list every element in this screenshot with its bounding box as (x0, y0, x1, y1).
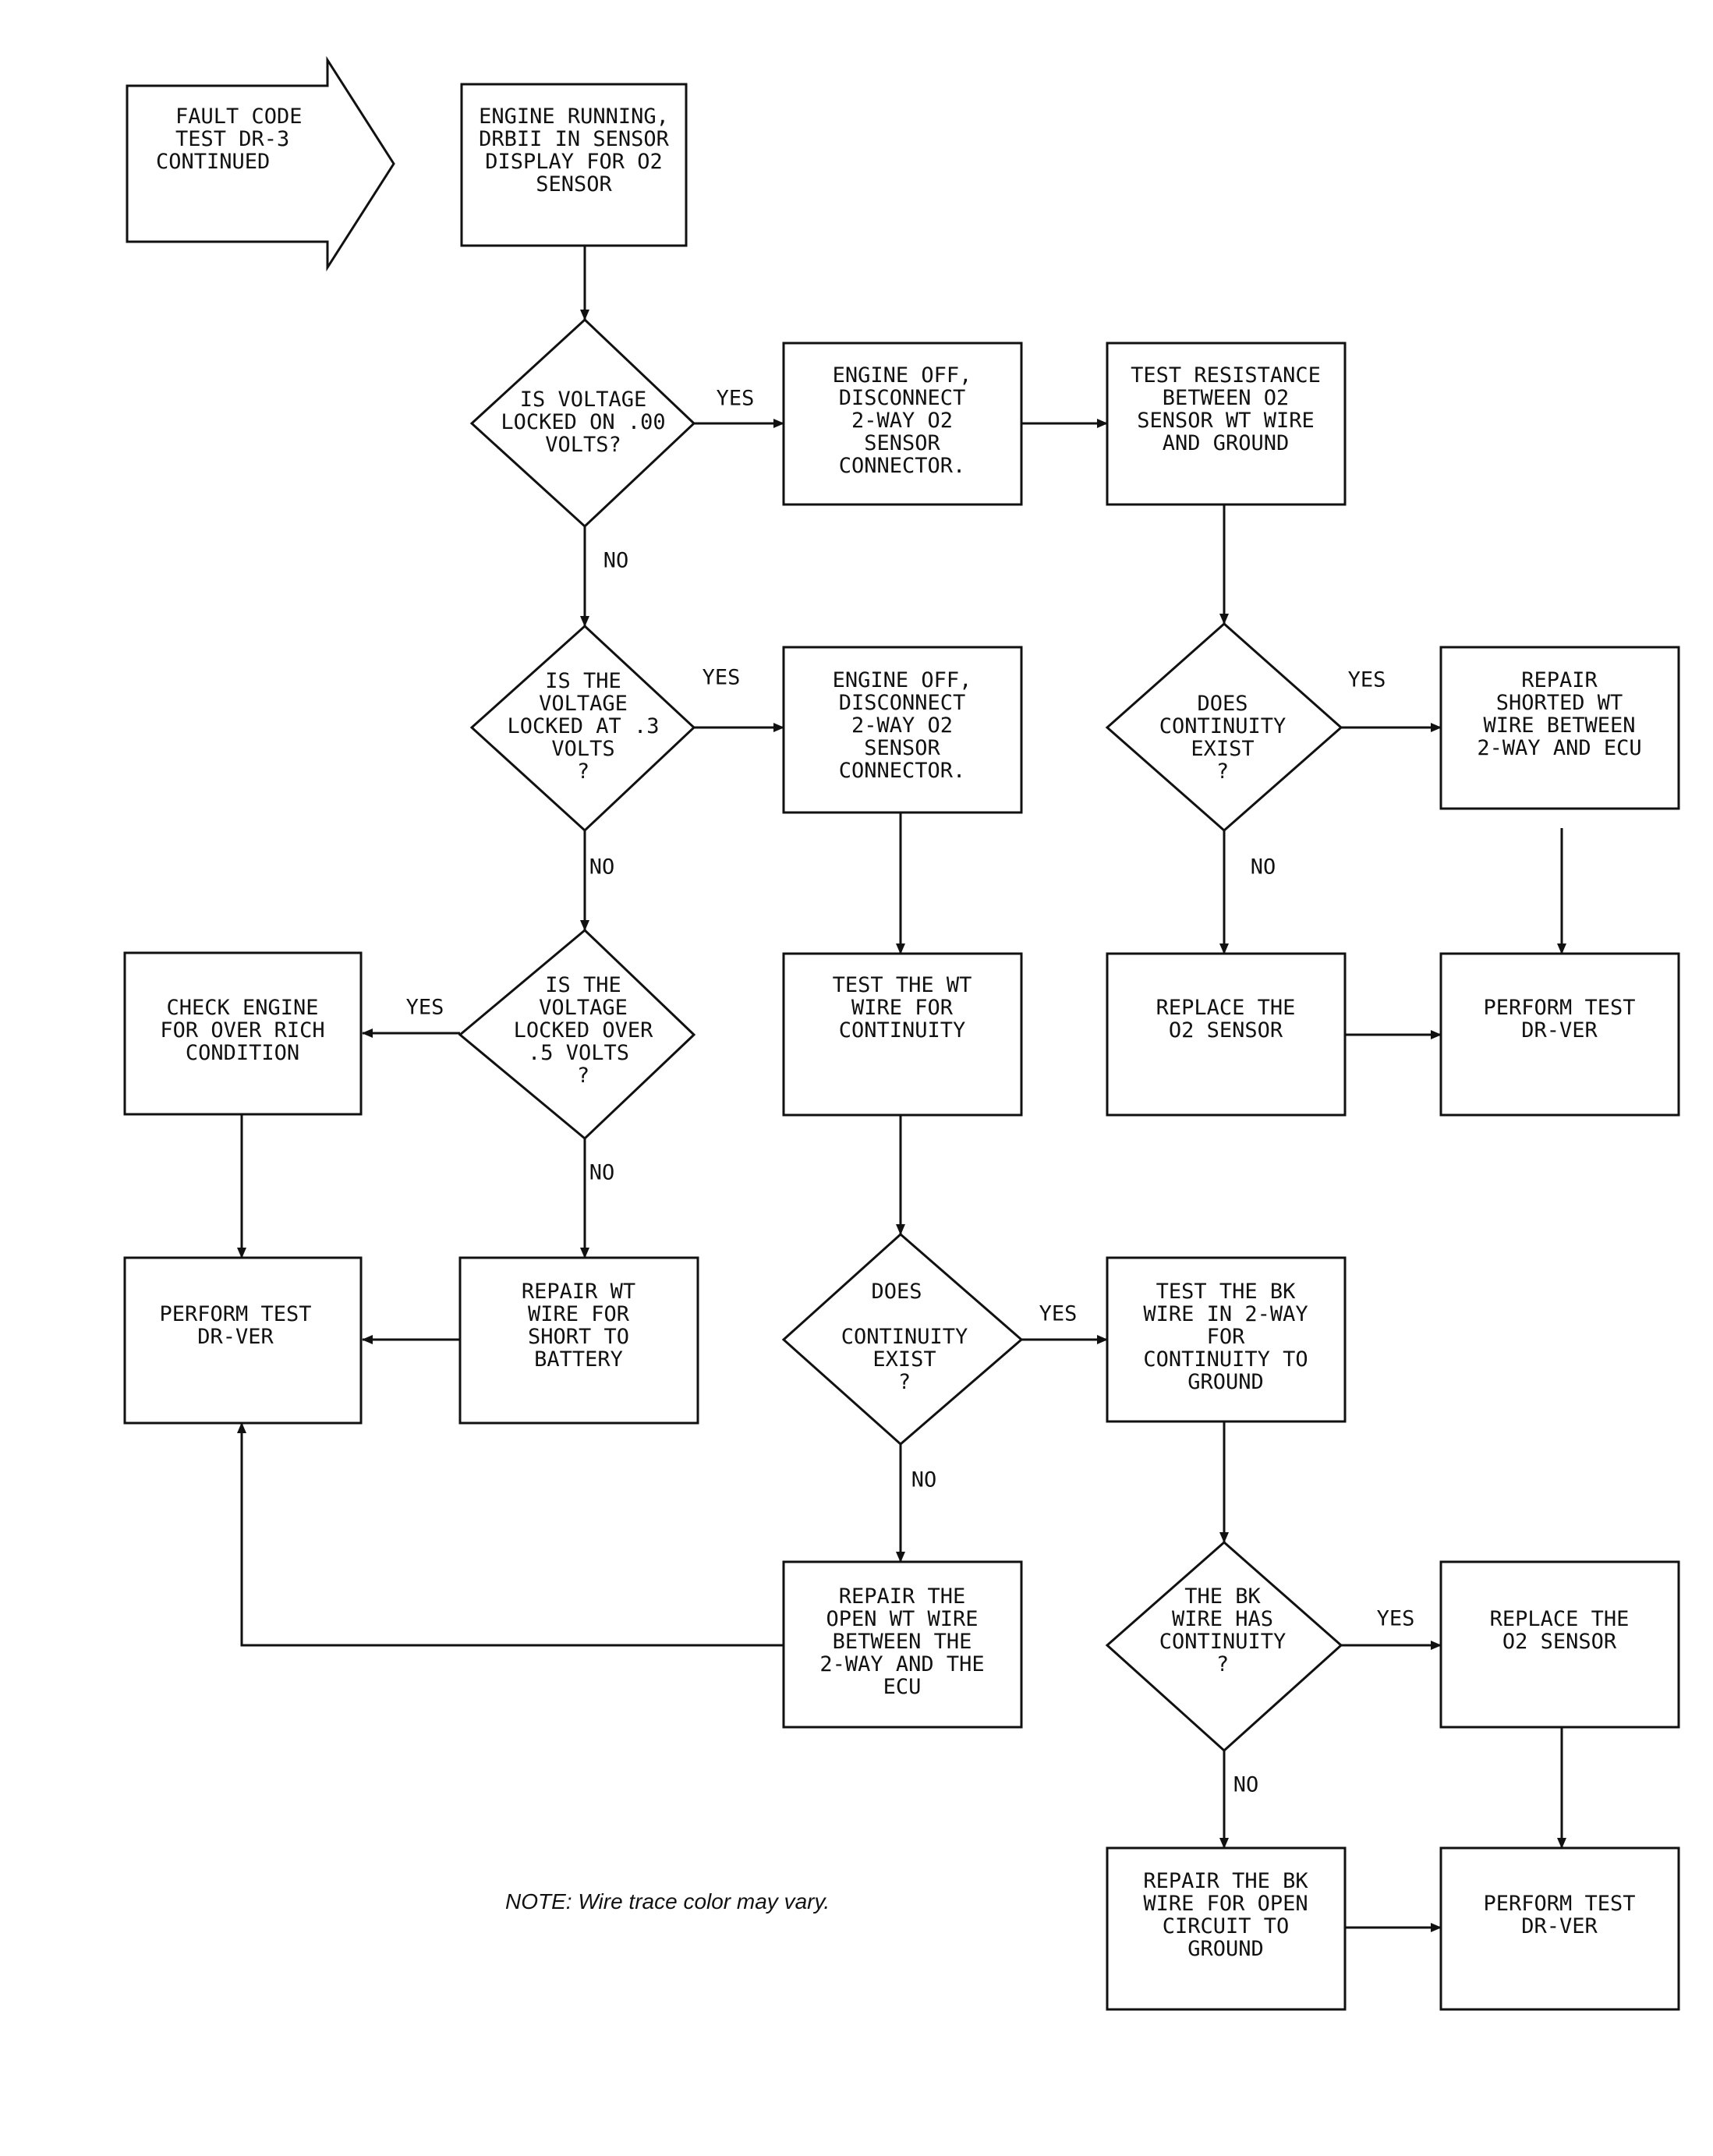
connectors (237, 246, 1566, 1932)
start-arrow: FAULT CODE TEST DR-3 CONTINUED (126, 55, 395, 272)
no-label: NO (589, 1161, 615, 1185)
yes-label: YES (406, 996, 444, 1020)
wire-color-note: NOTE: Wire trace color may vary. (505, 1889, 830, 1913)
yes-label: YES (1039, 1302, 1078, 1326)
connector (237, 1422, 784, 1647)
no-label: NO (603, 549, 629, 573)
yes-label: YES (1348, 668, 1386, 692)
no-label: NO (1233, 1773, 1259, 1797)
branch-labels: YES NO YES NO YES NO YES NO YES NO YES N… (406, 387, 1415, 1797)
no-label: NO (589, 855, 615, 880)
no-label: NO (911, 1468, 937, 1492)
yes-label: YES (717, 387, 755, 411)
yes-label: YES (1377, 1607, 1415, 1631)
start-arrow-label: FAULT CODE TEST DR-3 CONTINUED (156, 104, 315, 174)
no-label: NO (1251, 855, 1276, 880)
yes-label: YES (703, 666, 741, 690)
